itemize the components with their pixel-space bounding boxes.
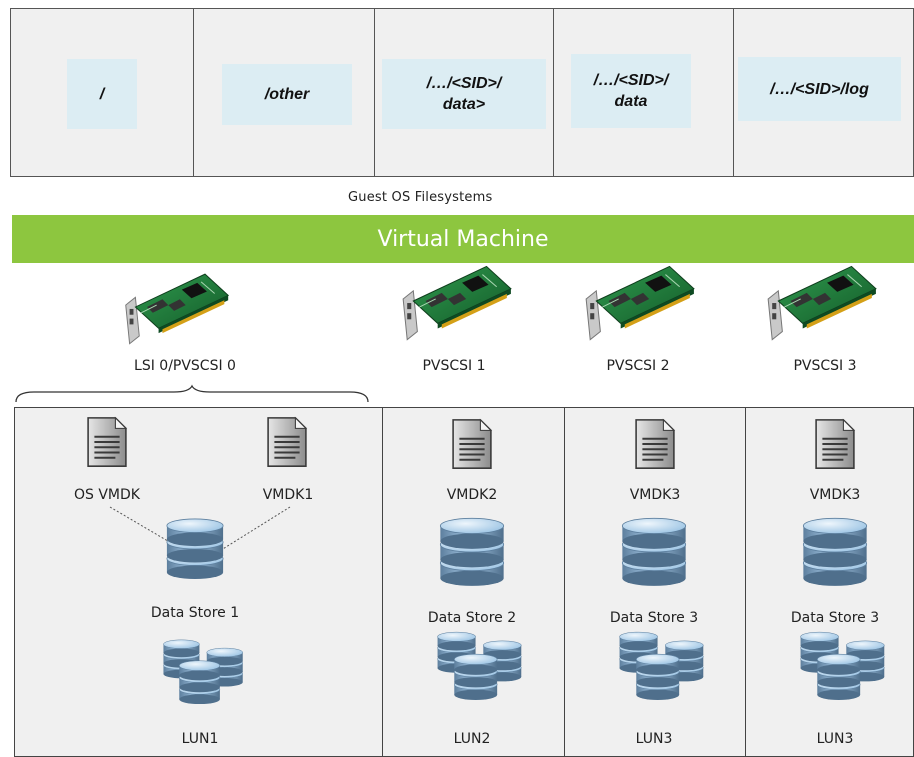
vmdk-label: VMDK2 bbox=[446, 487, 498, 503]
lun-icon bbox=[424, 630, 522, 700]
datastore-label: Data Store 2 bbox=[427, 610, 517, 626]
datastore-icon bbox=[437, 515, 507, 587]
vmdk-label: OS VMDK bbox=[74, 487, 140, 503]
filesystem-cell-sid-data-1: /…/<SID>/data> bbox=[374, 8, 554, 177]
virtual-machine-bar: Virtual Machine bbox=[12, 215, 914, 263]
controller-label: PVSCSI 1 bbox=[422, 358, 486, 374]
datastore-icon bbox=[164, 516, 226, 580]
filesystem-label: /…/<SID>/data> bbox=[382, 59, 546, 129]
filesystems-caption: Guest OS Filesystems bbox=[348, 190, 493, 205]
vmdk-document-icon bbox=[634, 417, 676, 471]
filesystem-cell-sid-log: /…/<SID>/log bbox=[733, 8, 914, 177]
filesystem-label: /…/<SID>/log bbox=[738, 57, 901, 121]
controller-label: PVSCSI 2 bbox=[606, 358, 670, 374]
lun-label: LUN1 bbox=[181, 731, 219, 747]
vmdk-label: VMDK3 bbox=[809, 487, 861, 503]
datastore-label: Data Store 1 bbox=[150, 605, 240, 621]
pci-card-icon bbox=[118, 268, 234, 346]
controller-label: LSI 0/PVSCSI 0 bbox=[134, 358, 236, 374]
lun-icon bbox=[606, 630, 704, 700]
vmdk-document-icon bbox=[451, 417, 493, 471]
vmdk-label: VMDK3 bbox=[629, 487, 681, 503]
pci-card-icon bbox=[760, 260, 882, 342]
filesystem-cell-other: /other bbox=[193, 8, 375, 177]
controller-label: PVSCSI 3 bbox=[793, 358, 857, 374]
lun-label: LUN3 bbox=[635, 731, 673, 747]
storage-panel-1 bbox=[14, 407, 383, 757]
pci-card-icon bbox=[395, 260, 517, 342]
controller-brace bbox=[15, 384, 369, 403]
lun-label: LUN3 bbox=[816, 731, 854, 747]
vmdk-document-icon bbox=[814, 417, 856, 471]
os-vmdk-document-icon bbox=[86, 415, 128, 469]
lun-icon bbox=[787, 630, 885, 700]
lun-icon bbox=[150, 638, 244, 704]
lun-label: LUN2 bbox=[453, 731, 491, 747]
datastore-icon bbox=[619, 515, 689, 587]
datastore-label: Data Store 3 bbox=[609, 610, 699, 626]
filesystem-label: /…/<SID>/data bbox=[571, 54, 691, 128]
pci-card-icon bbox=[578, 260, 700, 342]
filesystem-label: / bbox=[67, 59, 137, 129]
filesystem-label: /other bbox=[222, 64, 352, 125]
filesystem-cell-sid-data-2: /…/<SID>/data bbox=[553, 8, 734, 177]
datastore-label: Data Store 3 bbox=[790, 610, 880, 626]
vmdk-connector-lines bbox=[109, 506, 291, 558]
vmdk-label: VMDK1 bbox=[262, 487, 314, 503]
vmdk1-document-icon bbox=[266, 415, 308, 469]
filesystem-cell-root: / bbox=[10, 8, 194, 177]
datastore-icon bbox=[800, 515, 870, 587]
